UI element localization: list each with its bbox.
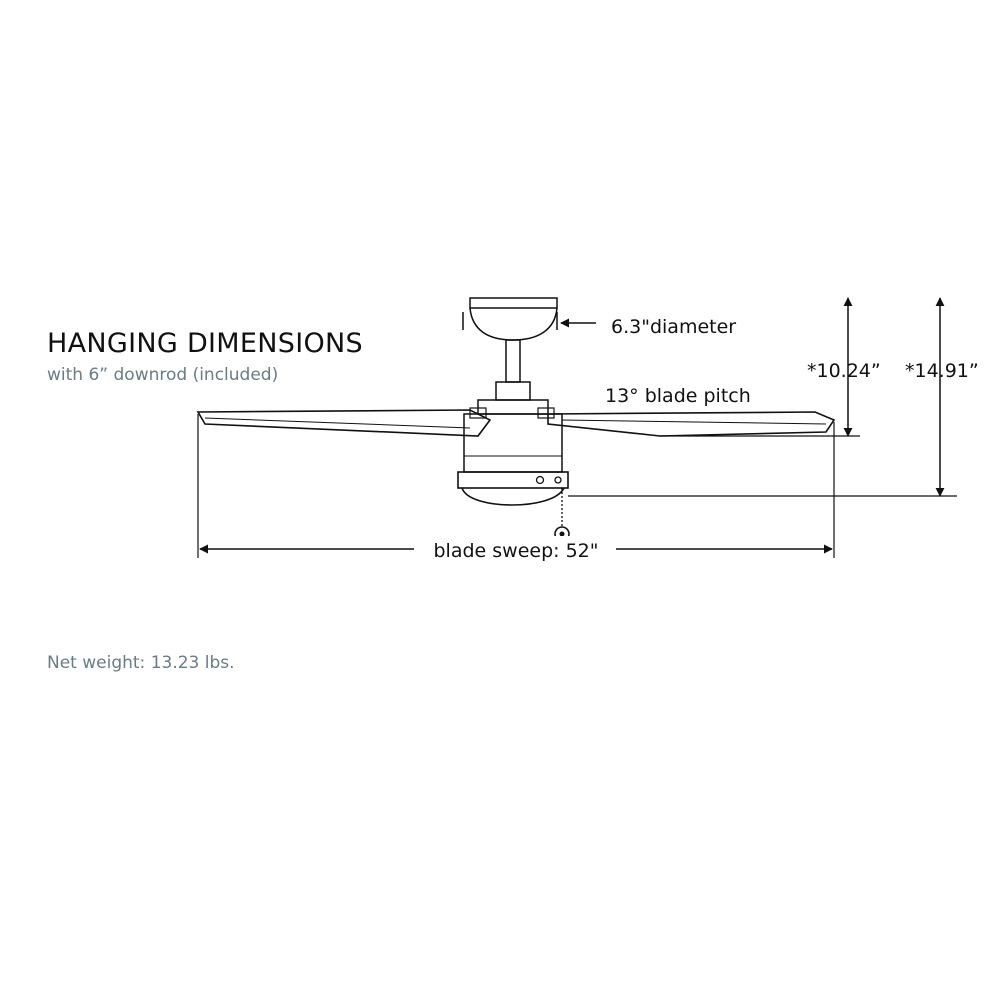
fan-downrod (495, 339, 531, 401)
diagram-subtitle: with 6” downrod (included) (47, 365, 279, 385)
canopy-diameter-label: 6.3"diameter (611, 316, 736, 338)
fan-canopy (462, 297, 558, 341)
net-weight-label: Net weight: 13.23 lbs. (47, 653, 235, 673)
height-to-blade-label: *10.24” (807, 360, 881, 382)
blade-sweep-label-bg (414, 536, 616, 562)
fan-blade-right (547, 411, 836, 437)
fan-blade-left (196, 409, 492, 437)
blade-sweep-label: blade sweep: 52" (433, 540, 598, 562)
fan-light-kit (457, 471, 569, 506)
blade-pitch-label: 13° blade pitch (605, 385, 751, 407)
diagram-title: HANGING DIMENSIONS (47, 328, 363, 359)
height-to-bottom-label: *14.91” (905, 360, 979, 382)
